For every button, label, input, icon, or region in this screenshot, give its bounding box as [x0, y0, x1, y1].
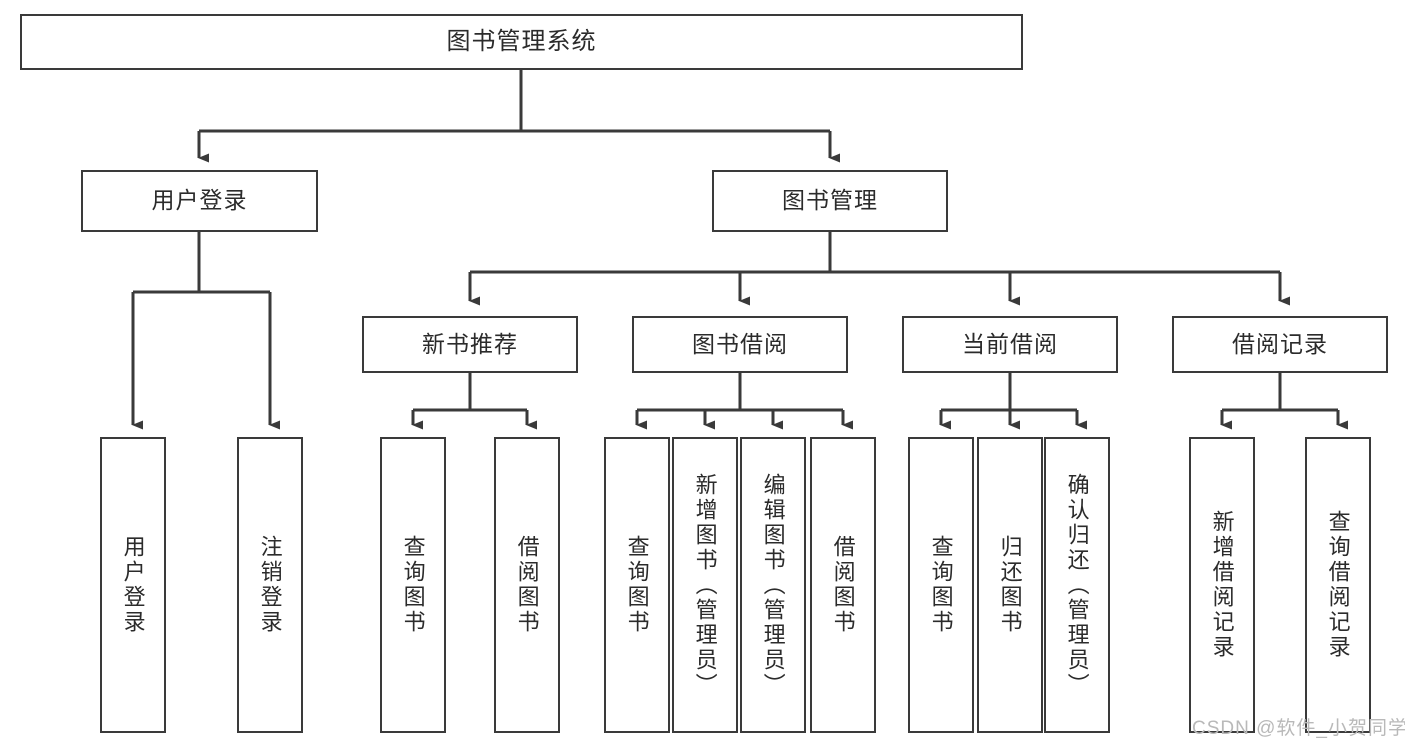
node-label: 查询借阅记录 — [1325, 510, 1351, 660]
node-label: 查询图书 — [400, 535, 426, 635]
node-label: 确认归还（管理员） — [1064, 472, 1090, 698]
node-borrow-record[interactable]: 借阅记录 — [1172, 316, 1388, 373]
node-label: 借阅图书 — [830, 535, 856, 635]
leaf-edit-book-admin[interactable]: 编辑图书（管理员） — [740, 437, 806, 733]
node-new-book-recommend[interactable]: 新书推荐 — [362, 316, 578, 373]
node-current-borrow[interactable]: 当前借阅 — [902, 316, 1118, 373]
leaf-query-borrow-record[interactable]: 查询借阅记录 — [1305, 437, 1371, 733]
leaf-add-book-admin[interactable]: 新增图书（管理员） — [672, 437, 738, 733]
node-label: 归还图书 — [997, 535, 1023, 635]
node-label: 新增图书（管理员） — [692, 472, 718, 698]
leaf-return-book[interactable]: 归还图书 — [977, 437, 1043, 733]
node-label: 查询图书 — [928, 535, 954, 635]
leaf-query-book-new[interactable]: 查询图书 — [380, 437, 446, 733]
node-label: 借阅图书 — [514, 535, 540, 635]
node-book-borrow[interactable]: 图书借阅 — [632, 316, 848, 373]
node-label: 新书推荐 — [422, 330, 518, 357]
node-label: 图书管理 — [782, 187, 878, 214]
node-root-system[interactable]: 图书管理系统 — [20, 14, 1023, 70]
node-label: 借阅记录 — [1232, 330, 1328, 357]
node-label: 用户登录 — [151, 187, 248, 214]
leaf-borrow-book[interactable]: 借阅图书 — [810, 437, 876, 733]
node-label: 用户登录 — [120, 535, 146, 635]
leaf-user-login[interactable]: 用户登录 — [100, 437, 166, 733]
node-book-management[interactable]: 图书管理 — [712, 170, 948, 232]
node-label: 图书管理系统 — [446, 27, 597, 55]
leaf-query-book-borrow[interactable]: 查询图书 — [604, 437, 670, 733]
leaf-add-borrow-record[interactable]: 新增借阅记录 — [1189, 437, 1255, 733]
node-user-login[interactable]: 用户登录 — [81, 170, 318, 232]
leaf-logout[interactable]: 注销登录 — [237, 437, 303, 733]
node-label: 注销登录 — [257, 535, 283, 635]
leaf-query-book-current[interactable]: 查询图书 — [908, 437, 974, 733]
node-label: 当前借阅 — [962, 330, 1058, 357]
watermark-credit: CSDN @软件_小贺同学 — [1192, 718, 1405, 739]
leaf-confirm-return-admin[interactable]: 确认归还（管理员） — [1044, 437, 1110, 733]
node-label: 查询图书 — [624, 535, 650, 635]
node-label: 编辑图书（管理员） — [760, 472, 786, 698]
node-label: 新增借阅记录 — [1209, 510, 1235, 660]
node-label: 图书借阅 — [692, 330, 788, 357]
leaf-borrow-book-new[interactable]: 借阅图书 — [494, 437, 560, 733]
